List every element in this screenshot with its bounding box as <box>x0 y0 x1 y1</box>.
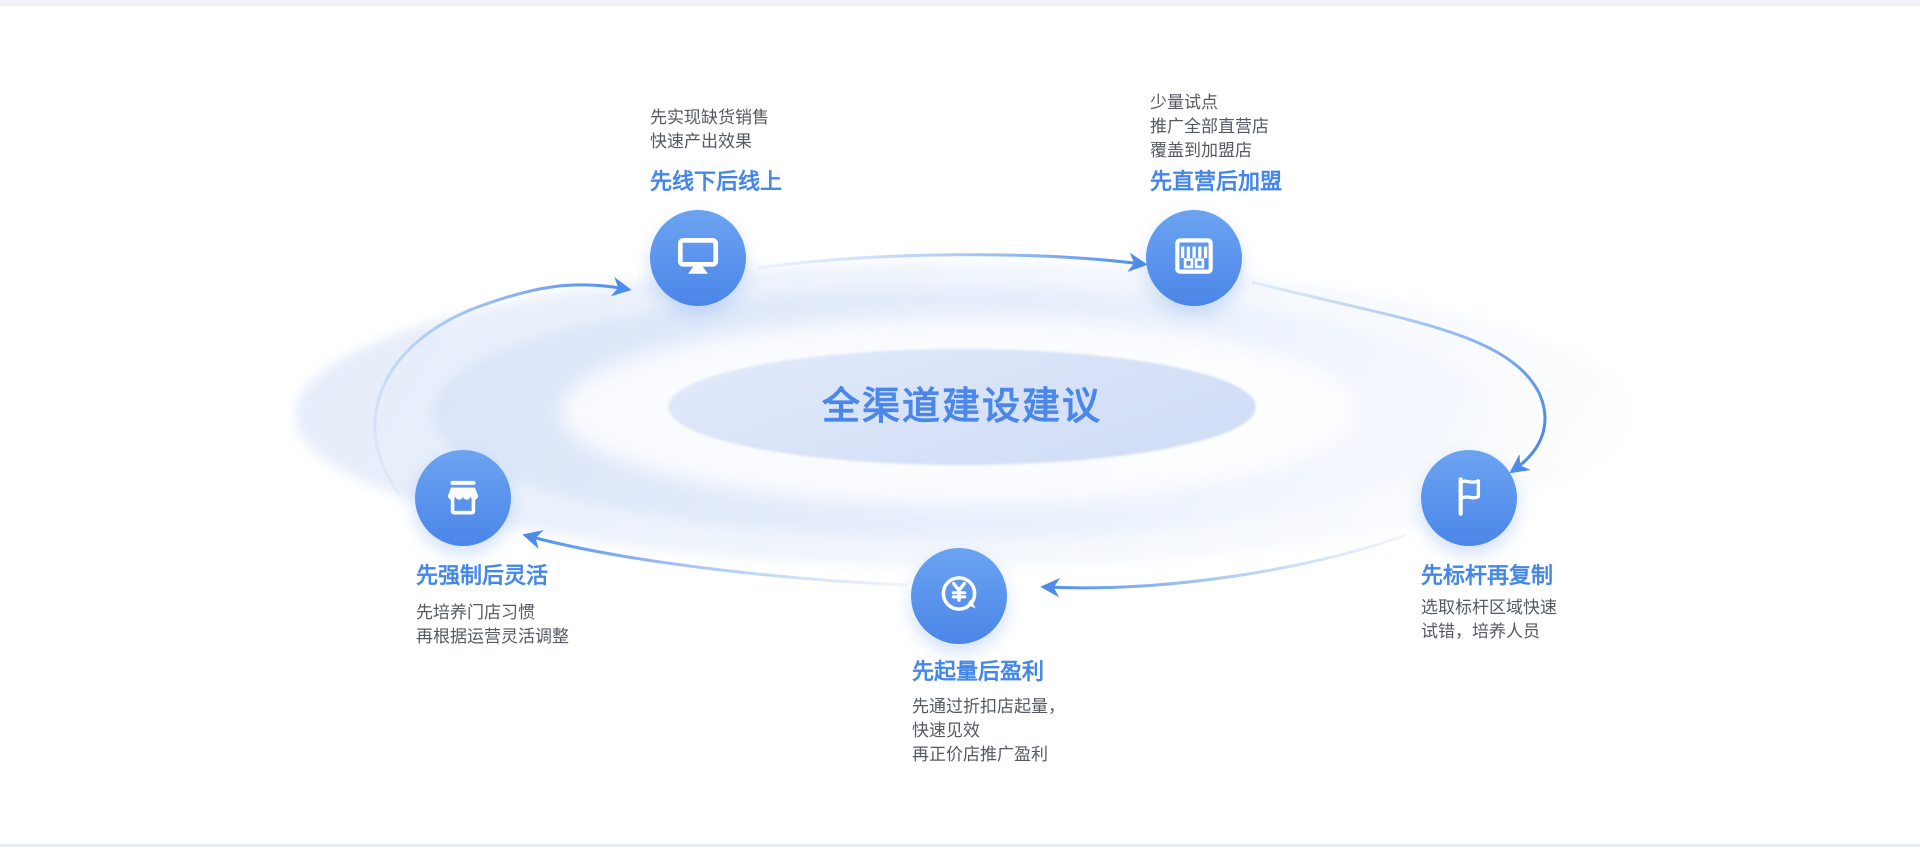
desc-line: 推广全部直营店 <box>1150 117 1269 136</box>
diagram-title: 全渠道建设建议 <box>821 386 1102 428</box>
node-offline-desc: 先实现缺货销售 快速产出效果 <box>650 106 769 154</box>
node-direct-first <box>1146 210 1242 306</box>
node-mandatory-first <box>415 450 511 546</box>
storefront-awning-icon <box>438 471 488 526</box>
arrow-left-to-topleft <box>373 277 632 496</box>
flag-icon <box>1444 471 1494 526</box>
node-mandatory-desc: 先培养门店习惯 再根据运营灵活调整 <box>416 601 569 649</box>
node-direct-title: 先直营后加盟 <box>1150 169 1283 194</box>
node-volume-title: 先起量后盈利 <box>912 659 1045 684</box>
desc-line: 先培养门店习惯 <box>416 603 535 622</box>
desc-line: 再正价店推广盈利 <box>912 745 1048 764</box>
desc-line: 先实现缺货销售 <box>650 108 769 127</box>
node-benchmark-first <box>1421 450 1517 546</box>
window-bottom-strip <box>0 844 1920 847</box>
monitor-icon <box>673 231 723 286</box>
arrow-bottom-to-left <box>522 530 909 587</box>
desc-line: 再根据运营灵活调整 <box>416 627 569 646</box>
node-mandatory-title: 先强制后灵活 <box>416 563 549 588</box>
window-top-strip <box>0 0 1920 6</box>
node-benchmark-title: 先标杆再复制 <box>1421 563 1554 588</box>
desc-line: 先通过折扣店起量， <box>912 697 1065 716</box>
node-volume-first <box>911 548 1007 644</box>
desc-line: 快速见效 <box>912 721 980 740</box>
node-direct-desc: 少量试点 推广全部直营店 覆盖到加盟店 <box>1150 91 1269 163</box>
node-benchmark-desc: 选取标杆区域快速 试错，培养人员 <box>1421 596 1557 644</box>
desc-line: 快速产出效果 <box>650 132 752 151</box>
node-offline-title: 先线下后线上 <box>650 169 783 194</box>
desc-line: 少量试点 <box>1150 93 1218 112</box>
desc-line: 试错，培养人员 <box>1421 622 1540 641</box>
arrow-right-to-bottom <box>1040 533 1406 598</box>
storefront-striped-icon <box>1169 231 1219 286</box>
node-offline-first <box>650 210 746 306</box>
arrow-topright-to-right <box>1251 280 1547 474</box>
yuan-cycle-icon <box>934 569 984 624</box>
background-ellipse-inner <box>668 349 1256 465</box>
arrow-topleft-to-topright <box>757 252 1148 272</box>
node-volume-desc: 先通过折扣店起量， 快速见效 再正价店推广盈利 <box>912 695 1065 767</box>
desc-line: 选取标杆区域快速 <box>1421 598 1557 617</box>
desc-line: 覆盖到加盟店 <box>1150 141 1252 160</box>
